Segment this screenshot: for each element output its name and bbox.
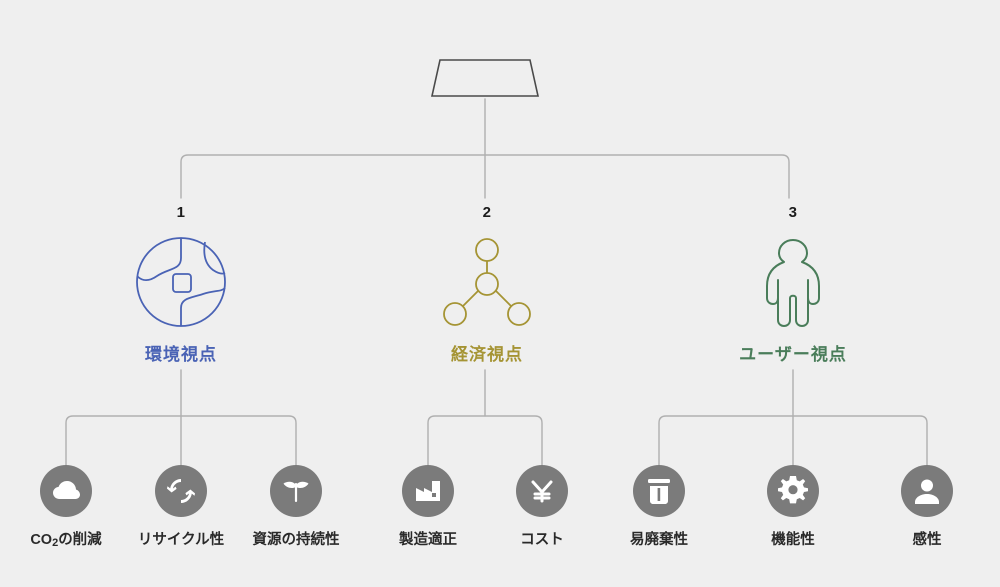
root-node[interactable] — [430, 58, 540, 98]
leaf-functionality[interactable]: 機能性 — [718, 465, 868, 549]
leaf-co2-reduction[interactable]: CO2の削減 — [0, 465, 141, 549]
sprout-icon — [270, 465, 322, 517]
leaf-disposability[interactable]: 易廃棄性 — [584, 465, 734, 549]
leaf-label-tail: の削減 — [58, 532, 102, 548]
leaf-manufacturing-suitability-label: 製造適正 — [399, 532, 457, 548]
leaf-disposability-label: 易廃棄性 — [630, 532, 688, 548]
leaf-manufacturing-suitability[interactable]: 製造適正 — [353, 465, 503, 549]
leaf-sensibility-label: 感性 — [912, 532, 942, 548]
person-icon — [683, 232, 903, 332]
branch-environment-label: 環境視点 — [145, 345, 217, 364]
user-avatar-icon — [901, 465, 953, 517]
trapezoid-shape — [431, 59, 539, 97]
leaf-functionality-label: 機能性 — [771, 532, 815, 548]
leaf-label-main: CO — [30, 532, 53, 548]
yen-icon — [516, 465, 568, 517]
gear-icon — [767, 465, 819, 517]
leaf-recyclability-label: リサイクル性 — [137, 532, 225, 548]
leaf-cost-label: コスト — [520, 532, 564, 548]
cloud-icon — [40, 465, 92, 517]
leaf-resource-sustainability-label: 資源の持続性 — [252, 532, 340, 548]
globe-icon — [71, 232, 291, 332]
branch-environment[interactable]: 環境視点 — [71, 232, 291, 365]
recycle-icon — [155, 465, 207, 517]
branch-number-3: 3 — [788, 204, 798, 221]
leaf-cost[interactable]: コスト — [467, 465, 617, 549]
branch-economy[interactable]: 経済視点 — [377, 232, 597, 365]
branch-user[interactable]: ユーザー視点 — [683, 232, 903, 365]
network-node-icon — [377, 232, 597, 332]
leaf-resource-sustainability[interactable]: 資源の持続性 — [221, 465, 371, 549]
branch-user-label: ユーザー視点 — [739, 345, 847, 364]
branch-economy-label: 経済視点 — [451, 345, 523, 364]
leaf-sensibility[interactable]: 感性 — [852, 465, 1000, 549]
factory-icon — [402, 465, 454, 517]
branch-number-2: 2 — [482, 204, 492, 221]
leaf-recyclability[interactable]: リサイクル性 — [106, 465, 256, 549]
branch-number-1: 1 — [176, 204, 186, 221]
trash-icon — [633, 465, 685, 517]
leaf-label-subscript: 2 — [52, 537, 59, 549]
leaf-co2-reduction-label: CO2の削減 — [0, 528, 141, 549]
